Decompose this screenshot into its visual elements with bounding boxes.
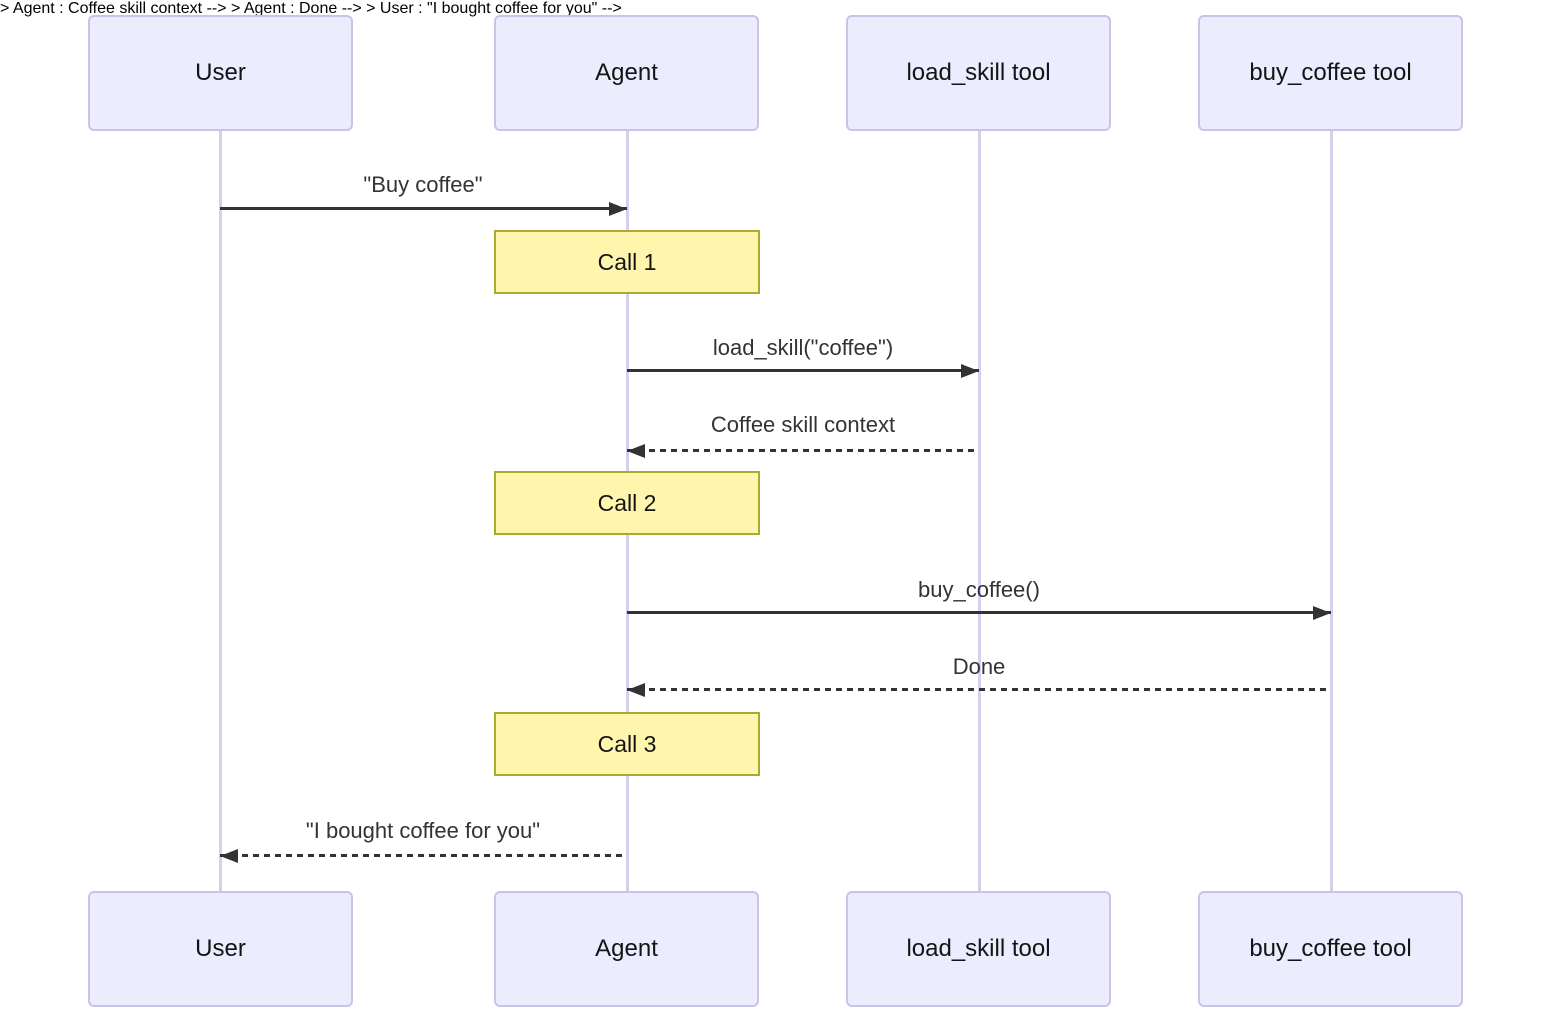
- actor-label: load_skill tool: [906, 59, 1051, 86]
- lifeline-buy-coffee: [1329, 131, 1333, 891]
- actor-box-buy-coffee-top: buy_coffee tool: [1198, 15, 1463, 131]
- lifeline-load-skill: [977, 131, 981, 891]
- actor-label: Agent: [595, 59, 658, 86]
- actor-box-load-skill-top: load_skill tool: [846, 15, 1111, 131]
- arrowhead-left-icon: [627, 682, 645, 697]
- actor-label: buy_coffee tool: [1249, 935, 1412, 962]
- actor-label: User: [195, 59, 246, 86]
- actor-box-load-skill-bottom: load_skill tool: [846, 891, 1111, 1007]
- note-call-2: Call 2: [494, 471, 760, 535]
- message-arrow-bought-coffee-reply: [220, 848, 627, 863]
- actor-box-agent-bottom: Agent: [494, 891, 759, 1007]
- arrowhead-right-icon: [961, 363, 979, 378]
- actor-box-user-top: User: [88, 15, 353, 131]
- message-label-buy-coffee-call: buy_coffee(): [918, 577, 1040, 602]
- note-label: Call 3: [597, 730, 657, 757]
- message-arrow-coffee-skill-context: [627, 443, 979, 458]
- lifeline-user: [219, 131, 222, 891]
- message-label-done: Done: [952, 654, 1006, 679]
- actor-box-agent-top: Agent: [494, 15, 759, 131]
- arrowhead-right-icon: [1313, 605, 1331, 620]
- message-label-buy-coffee-request: "Buy coffee": [363, 172, 483, 197]
- actor-box-user-bottom: User: [88, 891, 353, 1007]
- message-label-bought-coffee-reply: "I bought coffee for you": [305, 818, 541, 843]
- actor-label: User: [195, 935, 246, 962]
- note-call-1: Call 1: [494, 230, 760, 294]
- actor-label: Agent: [595, 935, 658, 962]
- message-arrow-buy-coffee-request: [220, 201, 627, 216]
- arrowhead-left-icon: [220, 848, 238, 863]
- message-arrow-done: [627, 682, 1331, 697]
- note-label: Call 1: [597, 248, 657, 275]
- message-arrow-buy-coffee-call: [627, 605, 1331, 620]
- actor-label: buy_coffee tool: [1249, 59, 1412, 86]
- note-label: Call 2: [597, 489, 657, 516]
- message-arrow-load-skill-call: [627, 363, 979, 378]
- actor-label: load_skill tool: [906, 935, 1051, 962]
- note-call-3: Call 3: [494, 712, 760, 776]
- arrowhead-left-icon: [627, 443, 645, 458]
- actor-box-buy-coffee-bottom: buy_coffee tool: [1198, 891, 1463, 1007]
- arrowhead-right-icon: [609, 201, 627, 216]
- message-label-coffee-skill-context: Coffee skill context: [710, 412, 896, 437]
- message-label-load-skill-call: load_skill("coffee"): [712, 335, 894, 360]
